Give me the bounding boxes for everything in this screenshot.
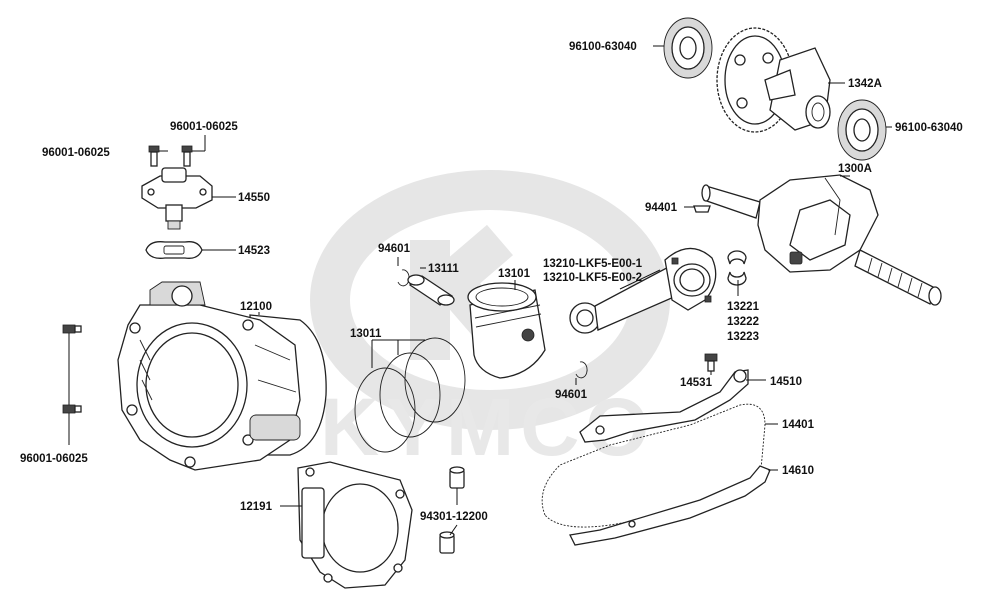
label-bearing-right: 96100-63040 xyxy=(895,122,963,134)
woodruff-key-part xyxy=(693,205,711,213)
label-crankshaft: 1300A xyxy=(838,163,872,175)
tensioner-gasket-part xyxy=(145,241,203,259)
bolt-side-bottom xyxy=(62,404,82,414)
crankshaft-part xyxy=(701,174,942,306)
label-crank-bearing-3: 13223 xyxy=(727,331,759,343)
label-chain-guide: 14610 xyxy=(782,465,814,477)
label-tensioner-arm: 14510 xyxy=(770,376,802,388)
label-cylinder: 12100 xyxy=(240,301,272,313)
chain-guide-part xyxy=(569,465,771,546)
balancer-gear-part xyxy=(716,27,831,133)
label-piston-rings: 13011 xyxy=(350,328,382,340)
label-cam-chain: 14401 xyxy=(782,419,815,431)
crank-pin-bearing-part xyxy=(727,250,747,286)
label-woodruff-key: 94401 xyxy=(645,202,678,214)
clip-bottom-part xyxy=(575,361,588,379)
clip-top-part xyxy=(397,269,410,287)
label-guide-bolt: 14531 xyxy=(680,377,713,389)
piston-pin-part xyxy=(407,274,455,306)
bearing-top-part xyxy=(663,17,713,79)
label-tensioner-gasket: 14523 xyxy=(238,245,270,257)
label-clip-bottom: 94601 xyxy=(555,389,588,401)
label-bolt-top-left: 96001-06025 xyxy=(42,147,110,159)
label-tensioner: 14550 xyxy=(238,192,270,204)
label-piston-pin: 13111 xyxy=(428,263,459,275)
label-dowel-pin: 94301-12200 xyxy=(420,511,488,523)
piston-rings-part xyxy=(354,337,466,453)
label-crank-bearing-1: 13221 xyxy=(727,301,760,313)
connecting-rod-part xyxy=(569,247,717,334)
dowel-pin-bottom xyxy=(439,531,455,554)
bolt-top-left xyxy=(148,145,160,167)
bolt-side-top xyxy=(62,324,82,334)
guide-bolt-part xyxy=(704,353,718,372)
label-conrod-1: 13210-LKF5-E00-1 xyxy=(543,258,643,270)
dowel-pin-top xyxy=(449,466,465,489)
label-crank-bearing-2: 13222 xyxy=(727,316,759,328)
label-cylinder-gasket: 12191 xyxy=(240,501,273,513)
label-bearing-top: 96100-63040 xyxy=(569,41,637,53)
tensioner-arm-part xyxy=(579,369,749,443)
label-balancer-gear: 1342A xyxy=(848,78,882,90)
label-bolt-side-bottom: 96001-06025 xyxy=(20,453,88,465)
label-clip-top: 94601 xyxy=(378,243,411,255)
bolt-top-right xyxy=(181,145,193,167)
label-piston: 13101 xyxy=(498,268,531,280)
tensioner-part xyxy=(141,167,213,230)
piston-part xyxy=(467,282,546,379)
label-conrod-2: 13210-LKF5-E00-2 xyxy=(543,272,642,284)
cylinder-gasket-part xyxy=(297,461,413,589)
cylinder-part xyxy=(117,281,327,471)
label-bolt-top-right: 96001-06025 xyxy=(170,121,238,133)
cam-chain-part xyxy=(541,403,766,528)
bearing-right-part xyxy=(837,99,887,161)
